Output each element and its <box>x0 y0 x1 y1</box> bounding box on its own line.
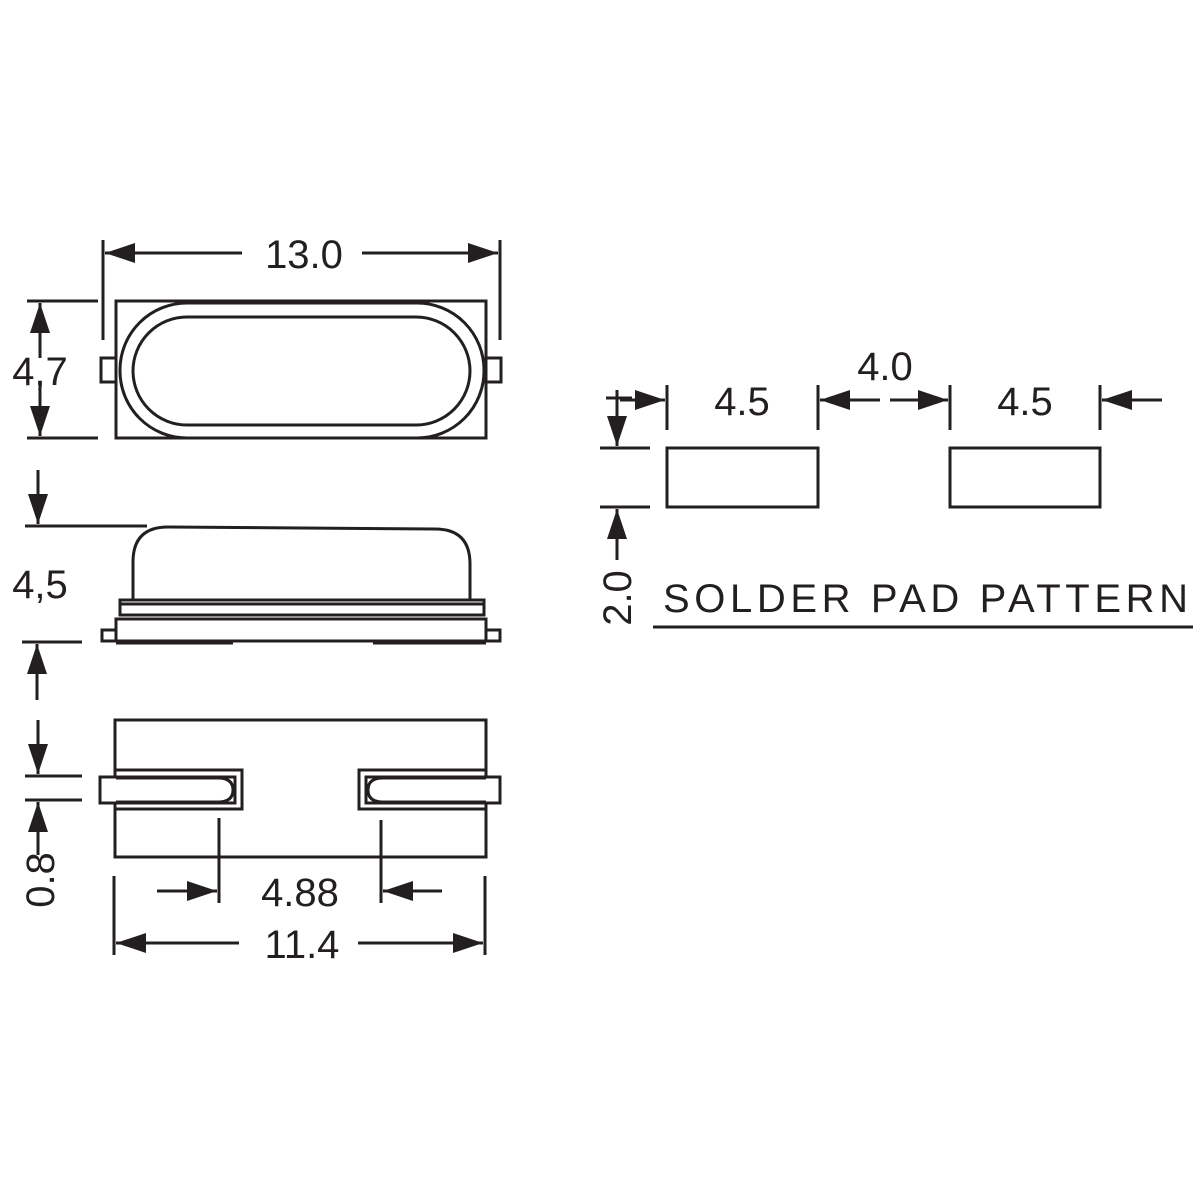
dim-label-lead-gap: 4.88 <box>261 871 339 915</box>
side-can <box>131 525 472 600</box>
bottom-view: 0.8 4.88 11.4 <box>19 718 502 967</box>
dim-label-pad-height: 2.0 <box>596 570 640 626</box>
dim-label-height: 4,7 <box>12 350 68 394</box>
lead-right-end <box>366 776 486 804</box>
lead-left <box>98 775 237 805</box>
top-can-outer <box>118 301 486 440</box>
lead-right <box>364 775 502 805</box>
side-tab-left <box>100 628 118 643</box>
lead-left-end <box>116 776 235 804</box>
dim-label-pad-gap: 4.0 <box>857 345 913 389</box>
side-base <box>114 617 488 643</box>
side-view: 4,5 <box>12 470 502 700</box>
dim-label-width: 13.0 <box>265 233 343 277</box>
top-tab-left <box>99 356 118 384</box>
top-can-inner <box>131 315 472 427</box>
dim-label-body-length: 11.4 <box>265 923 340 967</box>
dim-label-pad-left-width: 4.5 <box>714 380 770 424</box>
side-flange <box>118 598 486 617</box>
solder-pad-right <box>948 446 1102 509</box>
dim-label-side-height: 4,5 <box>12 563 68 607</box>
dim-label-pad-right-width: 4.5 <box>997 380 1053 424</box>
top-tab-right <box>484 356 503 384</box>
dim-label-lead-thickness: 0.8 <box>19 852 63 908</box>
solder-pad-left <box>665 446 820 509</box>
solder-pad-title: SOLDER PAD PATTERN <box>663 577 1188 621</box>
side-tab-right <box>484 628 502 643</box>
top-view: 13.0 4,7 <box>12 233 503 440</box>
top-body-outline <box>114 299 488 440</box>
solder-pad-pattern: 4.5 4.0 4.5 2.0 SOLDER PAD PATTERN <box>596 345 1193 629</box>
